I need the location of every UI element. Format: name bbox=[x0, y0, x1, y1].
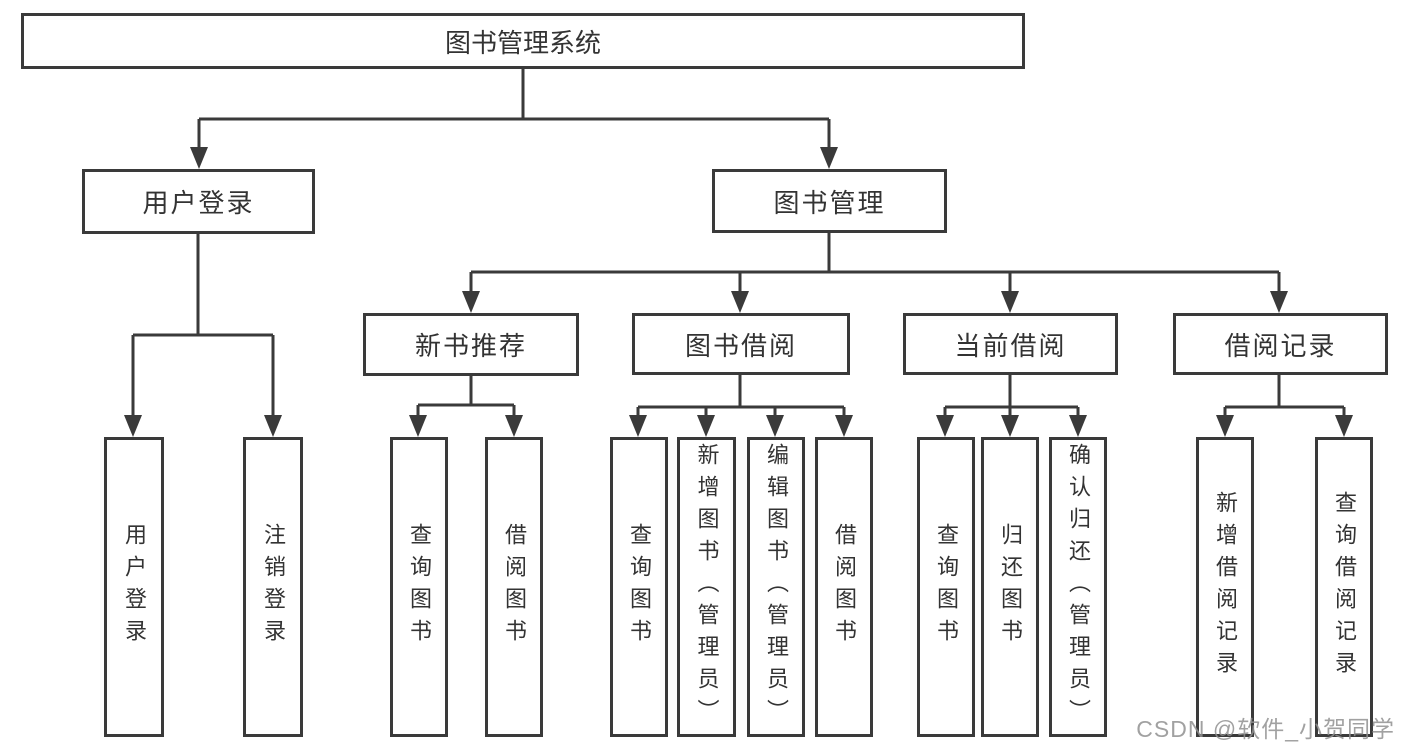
leaf-query-books-current-label: 查询图书 bbox=[934, 523, 959, 651]
node-current-borrowing: 当前借阅 bbox=[903, 313, 1118, 375]
connector-borrowing-records-children bbox=[1216, 375, 1353, 437]
leaf-borrow-books-newbook: 借阅图书 bbox=[485, 437, 543, 737]
leaf-confirm-return-admin: 确认归还（管理员） bbox=[1049, 437, 1107, 737]
leaf-query-borrow-record-label: 查询借阅记录 bbox=[1332, 491, 1357, 683]
node-root: 图书管理系统 bbox=[21, 13, 1025, 69]
leaf-confirm-return-admin-label: 确认归还（管理员） bbox=[1066, 443, 1091, 731]
node-borrowing-records: 借阅记录 bbox=[1173, 313, 1388, 375]
leaf-query-books-borrowing-label: 查询图书 bbox=[627, 523, 652, 651]
node-current-borrowing-label: 当前借阅 bbox=[954, 330, 1067, 361]
node-book-borrowing: 图书借阅 bbox=[632, 313, 850, 375]
node-book-management: 图书管理 bbox=[712, 169, 947, 233]
node-book-management-label: 图书管理 bbox=[773, 187, 886, 218]
leaf-borrow-books-newbook-label: 借阅图书 bbox=[502, 523, 527, 651]
leaf-add-book-admin-label: 新增图书（管理员） bbox=[694, 443, 720, 731]
connector-user-login-children bbox=[124, 234, 282, 437]
leaf-return-book-label: 归还图书 bbox=[998, 523, 1023, 651]
leaf-edit-book-admin: 编辑图书（管理员） bbox=[747, 437, 805, 737]
connector-current-borrowing-children bbox=[936, 375, 1087, 437]
csdn-watermark: CSDN @软件_小贺同学 bbox=[1136, 716, 1395, 742]
node-book-borrowing-label: 图书借阅 bbox=[684, 330, 797, 361]
node-borrowing-records-label: 借阅记录 bbox=[1224, 330, 1337, 361]
node-user-login-label: 用户登录 bbox=[142, 188, 255, 218]
leaf-borrow-books-borrowing-label: 借阅图书 bbox=[832, 523, 857, 651]
node-root-label: 图书管理系统 bbox=[444, 27, 601, 58]
leaf-add-book-admin: 新增图书（管理员） bbox=[677, 437, 736, 737]
leaf-add-borrow-record-label: 新增借阅记录 bbox=[1213, 491, 1238, 683]
leaf-return-book: 归还图书 bbox=[981, 437, 1039, 737]
leaf-add-borrow-record: 新增借阅记录 bbox=[1196, 437, 1254, 737]
leaf-query-books-newbook-label: 查询图书 bbox=[407, 523, 432, 651]
leaf-edit-book-admin-label: 编辑图书（管理员） bbox=[764, 443, 789, 731]
connector-new-book-children bbox=[409, 376, 523, 437]
leaf-user-login: 用户登录 bbox=[104, 437, 164, 737]
leaf-logout: 注销登录 bbox=[243, 437, 303, 737]
leaf-query-borrow-record: 查询借阅记录 bbox=[1315, 437, 1373, 737]
node-new-book-recommend-label: 新书推荐 bbox=[414, 331, 527, 361]
node-new-book-recommend: 新书推荐 bbox=[363, 313, 579, 376]
leaf-user-login-label: 用户登录 bbox=[122, 523, 147, 651]
leaf-query-books-current: 查询图书 bbox=[917, 437, 975, 737]
leaf-logout-label: 注销登录 bbox=[261, 523, 286, 651]
connector-book-borrowing-children bbox=[629, 375, 853, 437]
leaf-query-books-newbook: 查询图书 bbox=[390, 437, 448, 737]
leaf-borrow-books-borrowing: 借阅图书 bbox=[815, 437, 873, 737]
connector-root-to-level2 bbox=[190, 69, 838, 169]
connector-book-management-children bbox=[462, 233, 1288, 313]
leaf-query-books-borrowing: 查询图书 bbox=[610, 437, 668, 737]
node-user-login: 用户登录 bbox=[82, 169, 315, 234]
